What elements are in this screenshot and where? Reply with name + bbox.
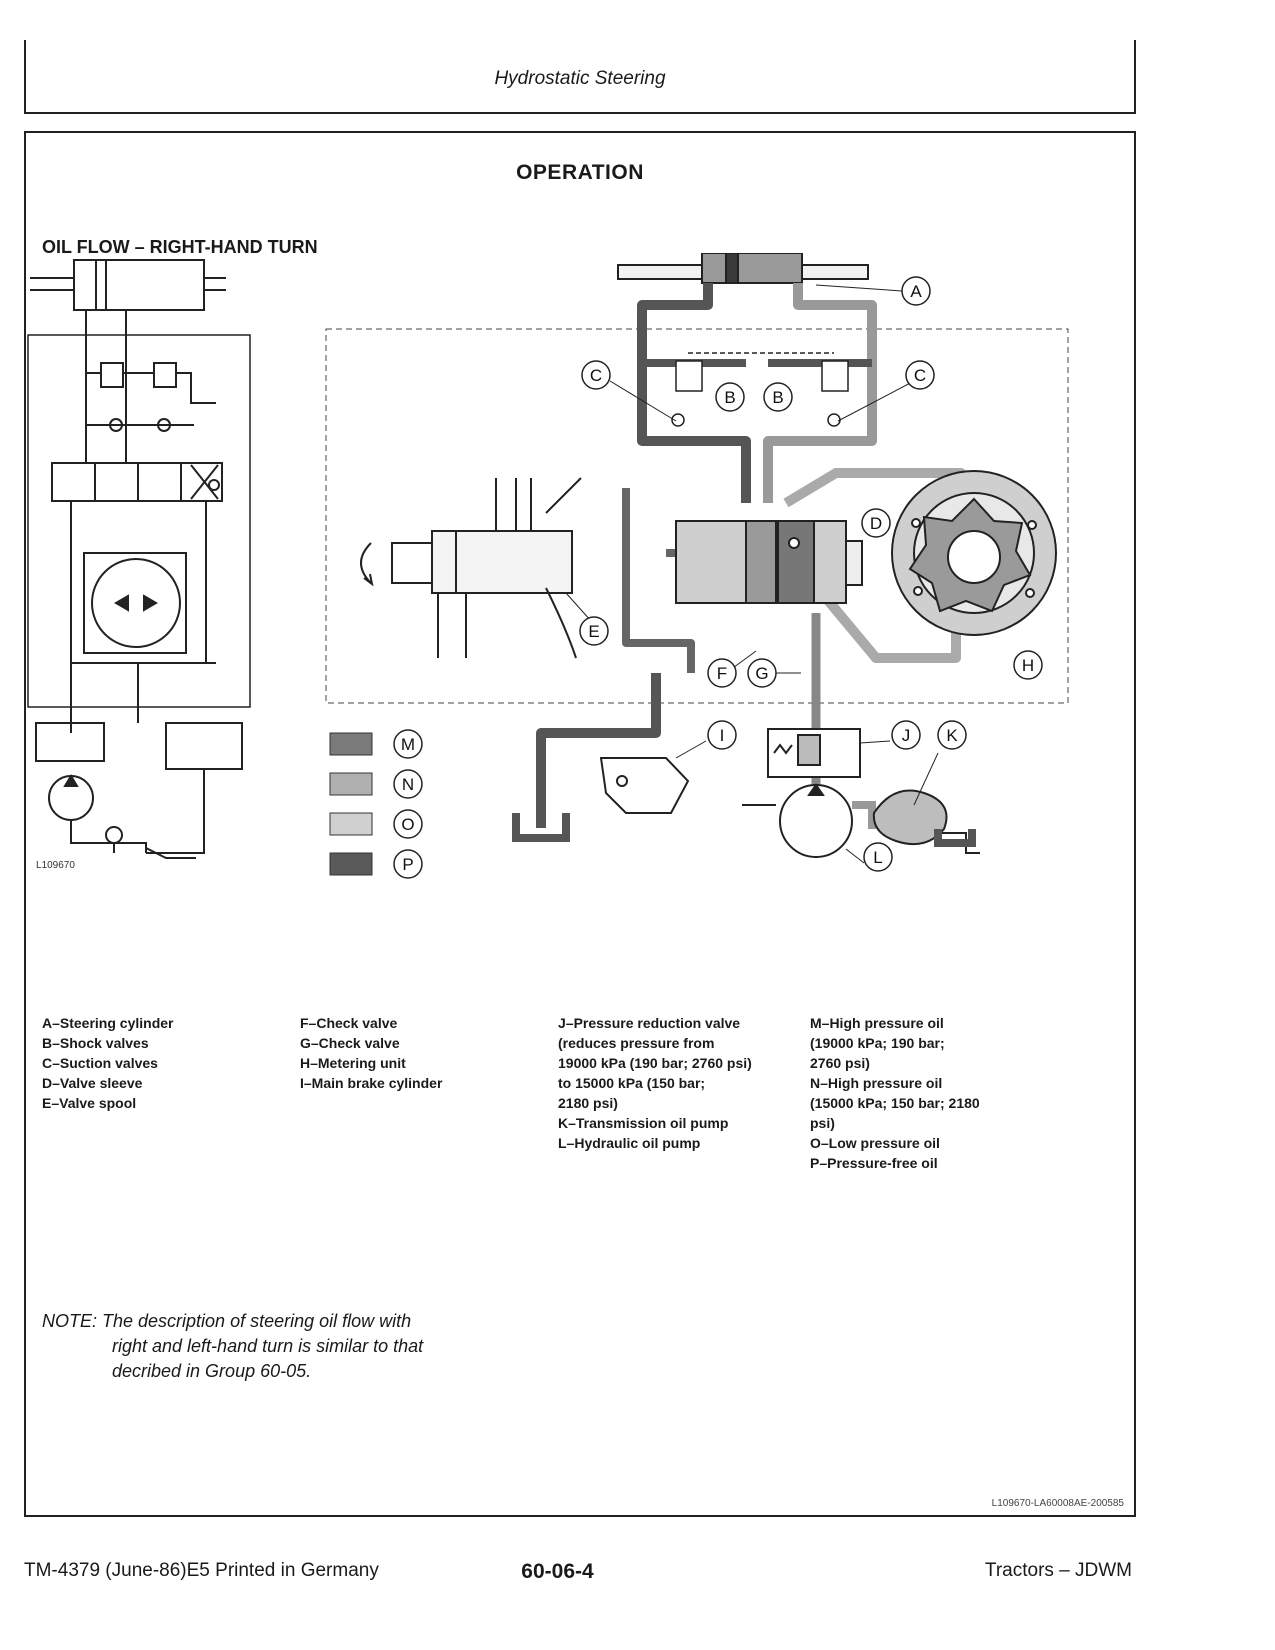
right-diagram-frame xyxy=(325,328,1069,704)
steering-cylinder-symbol xyxy=(73,259,205,311)
callout-b-right-label: B xyxy=(772,388,783,407)
pressure-valve-symbol xyxy=(35,722,105,762)
footer-page-number: 60-06-4 xyxy=(521,1560,594,1583)
callout-e-label: E xyxy=(588,622,599,641)
callout-b-left-label: B xyxy=(724,388,735,407)
left-figure-id: L109670 xyxy=(36,860,75,871)
legend-p-label: P xyxy=(402,855,413,874)
metering-unit-symbol xyxy=(91,558,181,648)
callout-d-label: D xyxy=(870,514,882,533)
control-valve xyxy=(675,520,863,604)
legend-m-label: M xyxy=(401,735,415,754)
leader-lines xyxy=(565,284,1027,864)
legend-column-4: M–High pressure oil (19000 kPa; 190 bar;… xyxy=(810,1015,980,1171)
callout-h-label: H xyxy=(1022,656,1034,675)
footer-manual-id: TM-4379 (June-86)E5 Printed in Germany xyxy=(24,1560,379,1581)
legend-column-2: F–Check valve G–Check valve H–Metering u… xyxy=(300,1015,443,1091)
note-line-2: right and left-hand turn is similar to t… xyxy=(112,1336,424,1356)
swatch-O xyxy=(329,812,373,836)
swatch-P xyxy=(329,852,373,876)
figure-id: L109670-LA60008AE-200585 xyxy=(991,1498,1124,1509)
callout-j xyxy=(891,720,921,750)
header-title: Hydrostatic Steering xyxy=(494,68,666,89)
note-line-1: NOTE: The description of steering oil fl… xyxy=(42,1311,412,1331)
callout-i xyxy=(707,720,737,750)
pressure-reduction-valve xyxy=(742,728,861,806)
main-brake-cylinder xyxy=(599,757,690,814)
callout-l xyxy=(863,842,893,872)
note: NOTE: The description of steering oil fl… xyxy=(42,1309,512,1384)
callout-c-right-label: C xyxy=(914,366,926,385)
hydraulic-diagram: L109670 xyxy=(27,253,1069,879)
tanks xyxy=(512,813,976,847)
callout-c-left xyxy=(581,360,611,390)
hydraulic-pump xyxy=(779,783,876,858)
legend-callout-o xyxy=(393,809,423,839)
callout-e xyxy=(579,616,609,646)
schematic-frame xyxy=(27,334,251,708)
callout-k-label: K xyxy=(946,726,958,745)
callout-h xyxy=(1013,650,1043,680)
callout-b-left xyxy=(715,382,745,412)
transmission-pump xyxy=(872,789,980,854)
legend-o-label: O xyxy=(401,815,414,834)
section-subtitle: OIL FLOW – RIGHT-HAND TURN xyxy=(42,237,318,257)
steering-spool-drawing xyxy=(360,477,582,659)
callout-k xyxy=(937,720,967,750)
steering-cylinder xyxy=(617,253,869,284)
shock-valve-symbol-2 xyxy=(153,362,177,388)
callout-f-label: F xyxy=(717,664,727,683)
callout-a-label: A xyxy=(910,282,922,301)
legend-callout-p xyxy=(393,849,423,879)
callout-g-label: G xyxy=(755,664,768,683)
content-frame: OPERATION OIL FLOW – RIGHT-HAND TURN xyxy=(24,131,1136,1517)
callout-c-left-label: C xyxy=(590,366,602,385)
legend-callout-m xyxy=(393,729,423,759)
callout-i-label: I xyxy=(720,726,725,745)
legend-n-label: N xyxy=(402,775,414,794)
shock-valve-symbol-1 xyxy=(100,362,124,388)
callout-g xyxy=(747,658,777,688)
footer-product: Tractors – JDWM xyxy=(984,1560,1132,1581)
legend-callout-n xyxy=(393,769,423,799)
section-title: OPERATION xyxy=(516,161,644,184)
swatch-N xyxy=(329,772,373,796)
callouts xyxy=(393,276,1043,879)
callout-f xyxy=(707,658,737,688)
callout-l-label: L xyxy=(873,848,882,867)
callout-d xyxy=(861,508,891,538)
page-header: Hydrostatic Steering xyxy=(24,40,1136,114)
swatch-M xyxy=(329,732,373,756)
note-line-3: decribed in Group 60-05. xyxy=(112,1361,312,1381)
callout-a xyxy=(901,276,931,306)
callout-b-right xyxy=(763,382,793,412)
callout-c-right xyxy=(905,360,935,390)
callout-j-label: J xyxy=(902,726,911,745)
left-schematic xyxy=(27,259,251,859)
legend-swatches xyxy=(329,732,373,876)
legend-column-3: J–Pressure reduction valve (reduces pres… xyxy=(558,1015,752,1151)
legend-column-1: A–Steering cylinder B–Shock valves C–Suc… xyxy=(42,1015,174,1111)
shock-valves xyxy=(671,352,849,427)
metering-unit xyxy=(891,470,1057,636)
